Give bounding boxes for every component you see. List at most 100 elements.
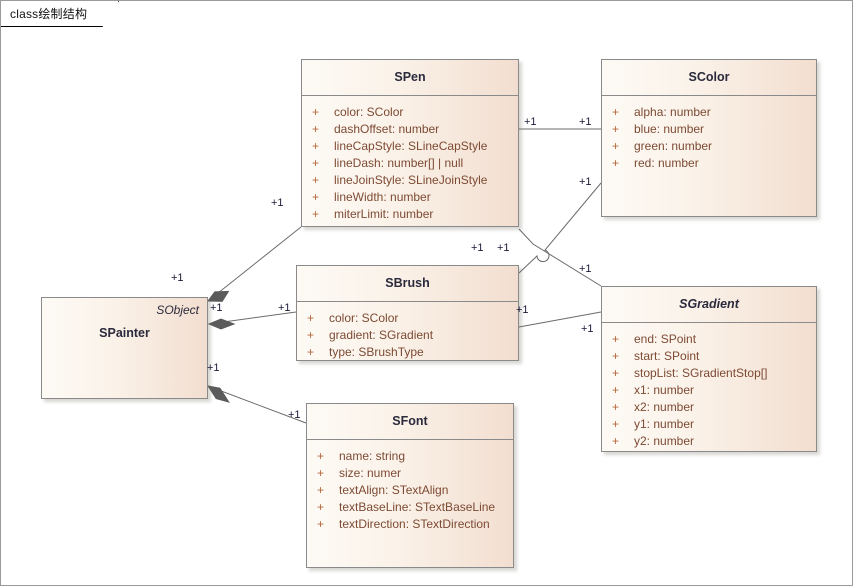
attribute-row: +lineDash: number[] | null <box>302 155 518 172</box>
attribute-row: + y1: number <box>602 416 816 433</box>
multiplicity-label-m_crossing: +1 <box>497 242 510 254</box>
attribute-row: +miterLimit: number <box>302 206 518 223</box>
attribute-visibility: + <box>312 105 320 119</box>
class-name-sgradient: SGradient <box>679 297 739 311</box>
attribute-visibility: + <box>312 122 320 136</box>
class-name-sfont: SFont <box>392 414 428 428</box>
attribute-row: + dashOffset: number <box>302 121 518 138</box>
attribute-row: + type: SBrushType <box>297 344 518 360</box>
attribute-row: + y2: number <box>602 433 816 450</box>
attribute-text: blue: number <box>634 122 705 136</box>
attribute-visibility: + <box>612 105 620 119</box>
multiplicity-label-m_sfont_left: +1 <box>288 409 301 421</box>
attribute-visibility: + <box>307 328 315 342</box>
attribute-row: +gradient: SGradient <box>297 327 518 344</box>
multiplicity-label-m_spainter_top: +1 <box>171 272 184 284</box>
composition-diamond-spainter-sbrush <box>207 318 236 330</box>
class-name-sbrush: SBrush <box>385 276 430 290</box>
attribute-text: start: SPoint <box>634 349 700 363</box>
multiplicity-label-m_scolor_left: +1 <box>579 116 592 128</box>
attribute-text: lineWidth: number <box>334 190 431 204</box>
attribute-text: end: SPoint <box>634 332 697 346</box>
attribute-row: +stopList: SGradientStop[] <box>602 365 816 382</box>
attribute-row: + start: SPoint <box>602 348 816 365</box>
multiplicity-label-m_sgradient_top: +1 <box>579 263 592 275</box>
class-box-sgradient[interactable]: SGradient+end: SPoint+start: SPoint+stop… <box>601 286 817 452</box>
relationship-spainter-sfont <box>206 385 307 424</box>
attribute-visibility: + <box>307 345 315 359</box>
attribute-visibility: + <box>612 156 620 170</box>
attribute-row: +lineJoinStyle: SLineJoinStyle <box>302 172 518 189</box>
attribute-visibility: + <box>612 349 620 363</box>
relationship-sbrush-scolor <box>518 182 602 274</box>
multiplicity-label-m_spen_right: +1 <box>524 116 537 128</box>
class-header-scolor: SColor <box>602 60 816 96</box>
attribute-visibility: + <box>317 449 325 463</box>
class-attributes-spainter <box>42 334 207 342</box>
attribute-visibility: + <box>312 139 320 153</box>
attribute-row: +textDirection: STextDirection <box>307 516 513 533</box>
class-header-spen: SPen <box>302 60 518 96</box>
attribute-visibility: + <box>307 311 315 325</box>
class-attributes-sfont: +name: string+size: numer+textAlign: STe… <box>307 440 513 533</box>
class-header-sbrush: SBrush <box>297 266 518 302</box>
attribute-row: + red: number <box>602 155 816 172</box>
attribute-text: dashOffset: number <box>334 122 440 136</box>
attribute-text: stopList: SGradientStop[] <box>634 366 768 380</box>
attribute-row: +color: SColor <box>302 104 518 121</box>
relationship-spainter-spen <box>207 226 302 302</box>
class-box-sfont[interactable]: SFont+name: string+size: numer+textAlign… <box>306 403 514 568</box>
attribute-row: +lineCapStyle: SLineCapStyle <box>302 138 518 155</box>
attribute-text: name: string <box>339 449 406 463</box>
multiplicity-label-m_spainter_mid: +1 <box>210 302 223 314</box>
conn-line-crossing <box>518 228 602 287</box>
composition-diamond-spainter-sfont <box>206 385 230 403</box>
relationship-sbrush-sgradient <box>518 311 602 328</box>
attribute-visibility: + <box>612 417 620 431</box>
attribute-row: + end: SPoint <box>602 331 816 348</box>
attribute-row: +green: number <box>602 138 816 155</box>
multiplicity-label-m_sbrush_left: +1 <box>278 302 291 314</box>
conn-line-sbrush-scolor <box>518 182 602 274</box>
class-attributes-sbrush: +color: SColor+gradient: SGradient+type:… <box>297 302 518 360</box>
attribute-visibility: + <box>317 500 325 514</box>
attribute-row: +textAlign: STextAlign <box>307 482 513 499</box>
class-box-sbrush[interactable]: SBrush +color: SColor+gradient: SGradient… <box>296 265 519 361</box>
conn-line-spainter-sfont <box>207 385 307 424</box>
attribute-text: y1: number <box>634 417 695 431</box>
attribute-text: red: number <box>634 156 699 170</box>
attribute-text: size: numer <box>339 466 402 480</box>
attribute-text: y2: number <box>634 434 695 448</box>
attribute-visibility: + <box>312 190 320 204</box>
attribute-visibility: + <box>612 400 620 414</box>
diagram-title-label: class绘制结构 <box>10 7 88 21</box>
relationship-crossing-spen-sgradient <box>518 228 602 287</box>
conn-line-sbrush-sgradient <box>518 311 602 328</box>
class-stereotype-spainter: SObject <box>156 303 199 317</box>
attribute-visibility: + <box>312 173 320 187</box>
attribute-text: x1: number <box>634 383 695 397</box>
attribute-text: textAlign: STextAlign <box>339 483 449 497</box>
attribute-text: type: SBrushType <box>329 345 424 359</box>
attribute-text: x2: number <box>634 400 695 414</box>
attribute-visibility: + <box>612 332 620 346</box>
multiplicity-label-m_sgradient_left: +1 <box>581 323 594 335</box>
attribute-visibility: + <box>612 122 620 136</box>
attribute-row: + x2: number <box>602 399 816 416</box>
attribute-visibility: + <box>317 517 325 531</box>
attribute-row: +size: numer <box>307 465 513 482</box>
class-header-sfont: SFont <box>307 404 513 440</box>
attribute-text: lineDash: number[] | null <box>334 156 464 170</box>
class-attributes-sgradient: +end: SPoint+start: SPoint+stopList: SGr… <box>602 323 816 450</box>
composition-diamond-spainter-spen <box>207 290 230 302</box>
attribute-row: +color: SColor <box>297 310 518 327</box>
attribute-visibility: + <box>612 434 620 448</box>
attribute-visibility: + <box>612 139 620 153</box>
attribute-text: textBaseLine: STextBaseLine <box>339 500 496 514</box>
class-box-scolor[interactable]: SColor+alpha: number+blue: number+green:… <box>601 59 817 217</box>
class-box-spen[interactable]: SPen+color: SColor+dashOffset: number+li… <box>301 59 519 227</box>
